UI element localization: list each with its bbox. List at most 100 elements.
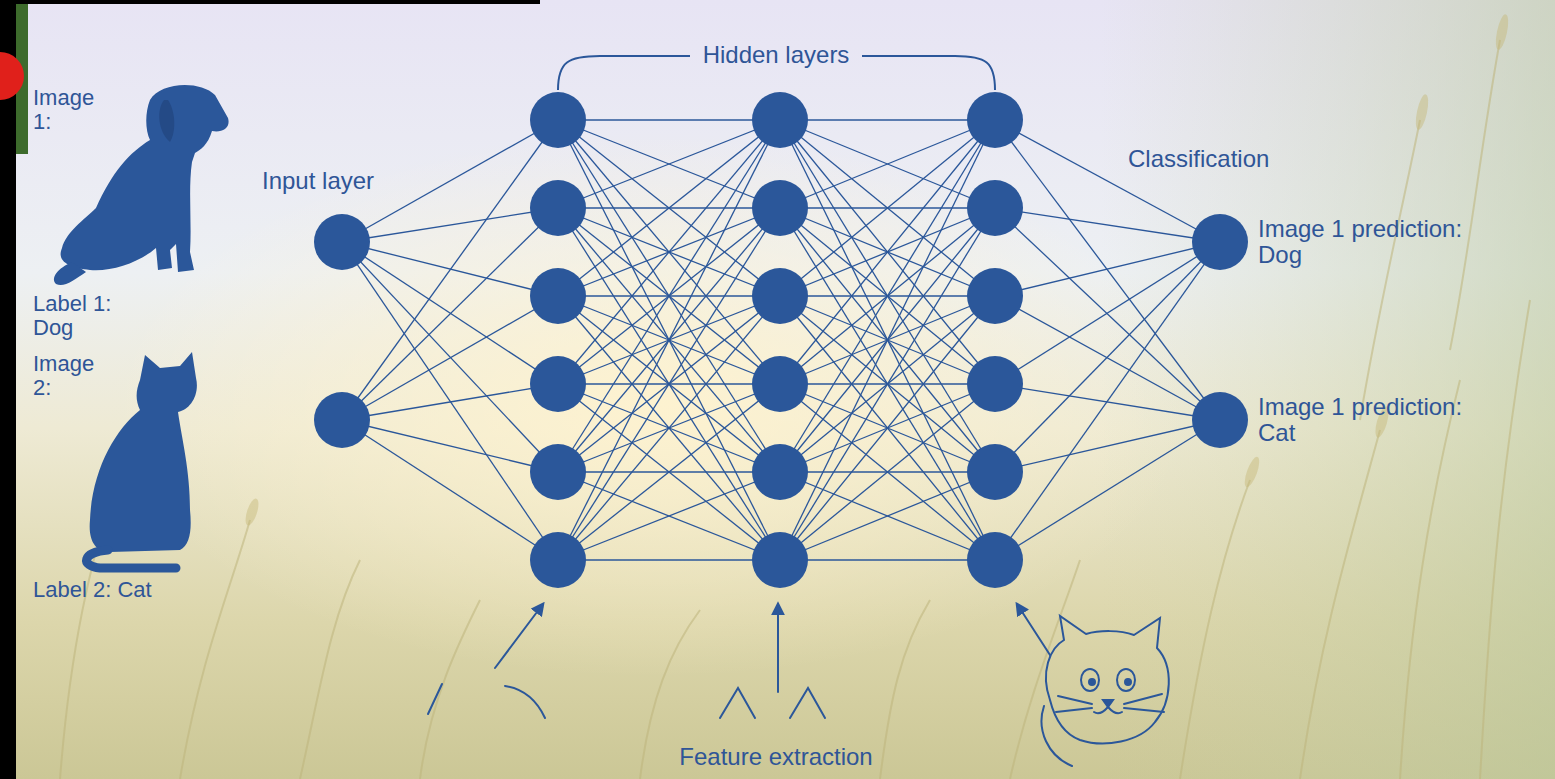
weight-lines — [342, 120, 1220, 560]
weight-line — [780, 120, 995, 208]
weight-line — [558, 120, 780, 384]
feature-sketches — [428, 604, 1169, 766]
weight-line — [780, 120, 995, 208]
weight-line — [995, 420, 1220, 560]
weight-line — [342, 420, 558, 472]
weight-line — [342, 242, 558, 560]
weight-line — [995, 242, 1220, 472]
weight-line — [342, 120, 558, 242]
black-edge — [0, 0, 540, 4]
image-label: Image 1: — [33, 86, 108, 134]
weight-line — [780, 120, 995, 560]
black-edge — [0, 0, 16, 779]
class-label: Label 2: Cat — [33, 578, 152, 602]
weight-line — [342, 242, 558, 384]
hidden-neuron — [530, 356, 586, 412]
cat-silhouette — [87, 352, 197, 568]
weight-line — [558, 472, 780, 560]
edge-feature — [505, 686, 545, 718]
hidden-neuron — [967, 92, 1023, 148]
weight-line — [995, 242, 1220, 560]
hidden-neuron — [967, 268, 1023, 324]
edge-feature — [428, 684, 442, 714]
section-label: Feature extraction — [676, 744, 876, 770]
hidden-neuron — [530, 532, 586, 588]
weight-line — [558, 296, 780, 560]
dog-silhouette — [54, 85, 229, 285]
weight-line — [780, 296, 995, 560]
weight-line — [780, 208, 995, 560]
weight-line — [558, 120, 780, 560]
weight-line — [342, 208, 558, 242]
weight-line — [780, 120, 995, 472]
wheat-stalks — [60, 40, 1530, 779]
hidden-neuron — [752, 532, 808, 588]
weight-line — [558, 384, 780, 560]
weight-line — [995, 242, 1220, 296]
layer-label: Classification — [1128, 146, 1269, 172]
weight-line — [558, 120, 780, 384]
hidden-neuron — [967, 532, 1023, 588]
feature-arrow — [777, 604, 779, 692]
hidden-neuron — [967, 444, 1023, 500]
hidden-neuron — [967, 180, 1023, 236]
weight-line — [995, 208, 1220, 242]
weight-line — [558, 120, 780, 296]
hidden-neuron — [530, 180, 586, 236]
weight-line — [558, 208, 780, 560]
grass-tint — [1100, 0, 1555, 779]
layer-label: Input layer — [262, 168, 374, 194]
weight-line — [558, 120, 780, 472]
hidden-neuron — [752, 356, 808, 412]
input-neuron — [314, 392, 370, 448]
weight-line — [342, 242, 558, 472]
feature-arrow — [1017, 604, 1050, 655]
hidden-neuron — [752, 268, 808, 324]
weight-line — [558, 208, 780, 560]
weight-line — [558, 120, 780, 208]
hidden-neuron — [530, 268, 586, 324]
weight-line — [558, 296, 780, 560]
weight-line — [780, 120, 995, 296]
class-label: Label 1: Dog — [33, 292, 128, 340]
weight-line — [780, 472, 995, 560]
weight-line — [995, 242, 1220, 384]
weight-line — [342, 420, 558, 560]
weight-line — [780, 384, 995, 560]
cat-face-sketch — [1042, 616, 1169, 766]
weight-line — [342, 120, 558, 420]
wheat-ears — [111, 13, 1510, 527]
weight-line — [558, 120, 780, 472]
hidden-neuron — [967, 356, 1023, 412]
weight-line — [558, 120, 780, 296]
weight-line — [780, 296, 995, 560]
layer-group-label: Hidden layers — [676, 42, 876, 68]
weight-line — [558, 120, 780, 208]
red-corner — [0, 52, 24, 100]
neurons — [314, 92, 1248, 588]
weight-line — [995, 120, 1220, 242]
output-neuron — [1192, 392, 1248, 448]
weight-line — [780, 120, 995, 296]
hidden-neuron — [752, 92, 808, 148]
weight-line — [780, 120, 995, 560]
weight-line — [780, 120, 995, 472]
weight-line — [342, 296, 558, 420]
output-neuron — [1192, 214, 1248, 270]
hidden-neuron — [530, 92, 586, 148]
weight-line — [558, 120, 780, 560]
feature-arrow — [495, 604, 543, 668]
weight-line — [342, 384, 558, 420]
hidden-neuron — [752, 180, 808, 236]
weight-line — [995, 420, 1220, 472]
image-label: Image 2: — [33, 352, 108, 400]
weight-line — [780, 120, 995, 384]
weight-line — [558, 472, 780, 560]
input-neuron — [314, 214, 370, 270]
weight-line — [342, 208, 558, 420]
